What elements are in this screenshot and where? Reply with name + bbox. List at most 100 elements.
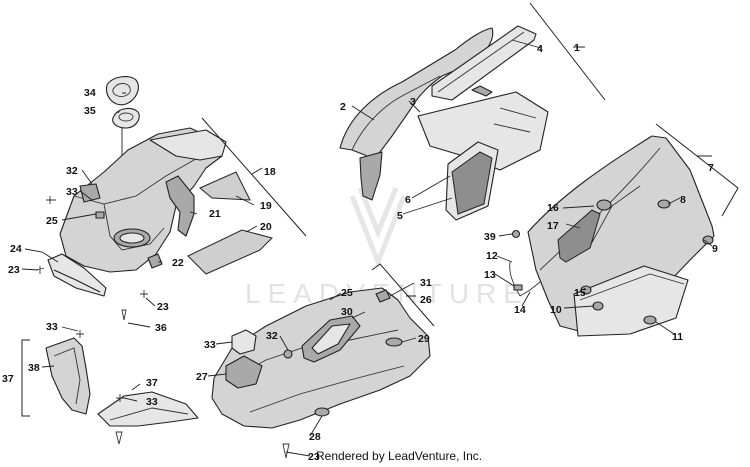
console-bracket-21 (165, 175, 195, 237)
callout-labels: 1 2 3 4 5 6 7 8 9 10 11 12 13 14 15 16 1… (2, 42, 718, 463)
side-panel-mesh (557, 209, 601, 263)
hood-decal-strip (431, 25, 537, 101)
side-panel-assembly (494, 123, 739, 337)
callout-32b: 32 (266, 330, 278, 342)
hood-latch (471, 85, 493, 97)
screw-25 (95, 211, 105, 219)
callout-27: 27 (196, 371, 208, 383)
callout-9: 9 (712, 243, 718, 255)
lower-vent-cover (573, 265, 689, 337)
callout-8: 8 (680, 194, 686, 206)
callout-6: 6 (405, 194, 411, 206)
callout-22: 22 (172, 257, 184, 269)
console-side-trim-24 (47, 253, 107, 297)
rivet-39 (511, 229, 521, 239)
callout-12: 12 (486, 250, 498, 262)
callout-33d: 33 (146, 396, 158, 408)
lower-side-assembly (21, 326, 199, 445)
callout-29: 29 (418, 333, 430, 345)
bracket-7 (655, 123, 739, 217)
callout-1: 1 (574, 42, 580, 54)
gauge-gasket (112, 107, 140, 129)
bracket-26 (371, 263, 435, 327)
console-vent-19 (199, 171, 251, 201)
intake-mesh (451, 151, 493, 215)
harness-connector (513, 284, 523, 291)
stud-36 (121, 309, 127, 321)
mount-bracket-33 (231, 329, 257, 355)
callout-38: 38 (28, 362, 40, 374)
callout-35: 35 (84, 105, 96, 117)
hood-bezel (359, 151, 383, 201)
mount-32 (79, 183, 101, 203)
screw-33-b (76, 330, 84, 338)
clip-31 (375, 289, 391, 303)
bracket-37 (21, 339, 30, 417)
callout-18: 18 (264, 166, 276, 178)
callout-33a: 33 (66, 186, 78, 198)
console-vent-20 (187, 229, 273, 275)
callout-25b: 25 (341, 287, 353, 299)
callout-39: 39 (484, 231, 496, 243)
side-panel-vent-16 (596, 199, 612, 211)
callout-3: 3 (410, 96, 416, 108)
callout-21: 21 (209, 208, 221, 220)
callout-24: 24 (10, 243, 22, 255)
side-deflector-38 (45, 337, 91, 415)
windshield (417, 91, 549, 171)
wire-harness (509, 261, 541, 297)
callout-15: 15 (574, 287, 586, 299)
bracket-1 (529, 2, 606, 101)
gauge-bezel (105, 76, 139, 106)
drain-28 (314, 407, 330, 417)
bolt-23-b (140, 290, 148, 298)
front-bracket-27 (225, 355, 263, 389)
callout-17: 17 (547, 220, 559, 232)
screw-33-a (46, 196, 56, 204)
bracket-18 (201, 117, 307, 237)
callout-37b: 37 (146, 377, 158, 389)
callout-7: 7 (708, 162, 714, 174)
callout-5: 5 (397, 210, 403, 222)
side-panel-vent-8 (657, 199, 671, 209)
console-top-trim (149, 129, 227, 161)
callout-13: 13 (484, 269, 496, 281)
console-body (59, 127, 223, 273)
callout-16: 16 (547, 202, 559, 214)
side-panel-vent-10 (592, 301, 604, 311)
screw-33-c (116, 394, 124, 402)
callout-26: 26 (420, 294, 432, 306)
callout-25a: 25 (46, 215, 58, 227)
hood-shell (339, 27, 494, 161)
belly-pan-assembly (207, 263, 435, 459)
callout-19: 19 (260, 200, 272, 212)
console-clip-22 (147, 253, 163, 269)
callout-4: 4 (537, 43, 543, 55)
callout-37a: 37 (2, 373, 14, 385)
callout-23a: 23 (8, 264, 20, 276)
hood-assembly (339, 2, 606, 221)
mount-stud (115, 431, 123, 445)
callout-30: 30 (341, 306, 353, 318)
bolt-23-c (282, 443, 290, 459)
callout-34: 34 (84, 87, 96, 99)
footer-credit: Rendered by LeadVenture, Inc. (316, 449, 483, 463)
callout-31: 31 (420, 277, 432, 289)
callout-28: 28 (309, 431, 321, 443)
watermark-logo-icon (349, 187, 407, 269)
grommet-32 (283, 349, 293, 359)
callout-23b: 23 (157, 301, 169, 313)
callout-10: 10 (550, 304, 562, 316)
callout-32a: 32 (66, 165, 78, 177)
callout-11: 11 (672, 331, 683, 343)
callout-33b: 33 (46, 321, 58, 333)
side-panel-vent-11 (643, 315, 657, 325)
callout-33c: 33 (204, 339, 216, 351)
plug-29 (385, 337, 403, 347)
side-panel-vent-9 (702, 235, 714, 245)
callout-14: 14 (514, 304, 526, 316)
callout-36: 36 (155, 322, 167, 334)
callout-2: 2 (340, 101, 346, 113)
console-assembly (21, 76, 307, 328)
